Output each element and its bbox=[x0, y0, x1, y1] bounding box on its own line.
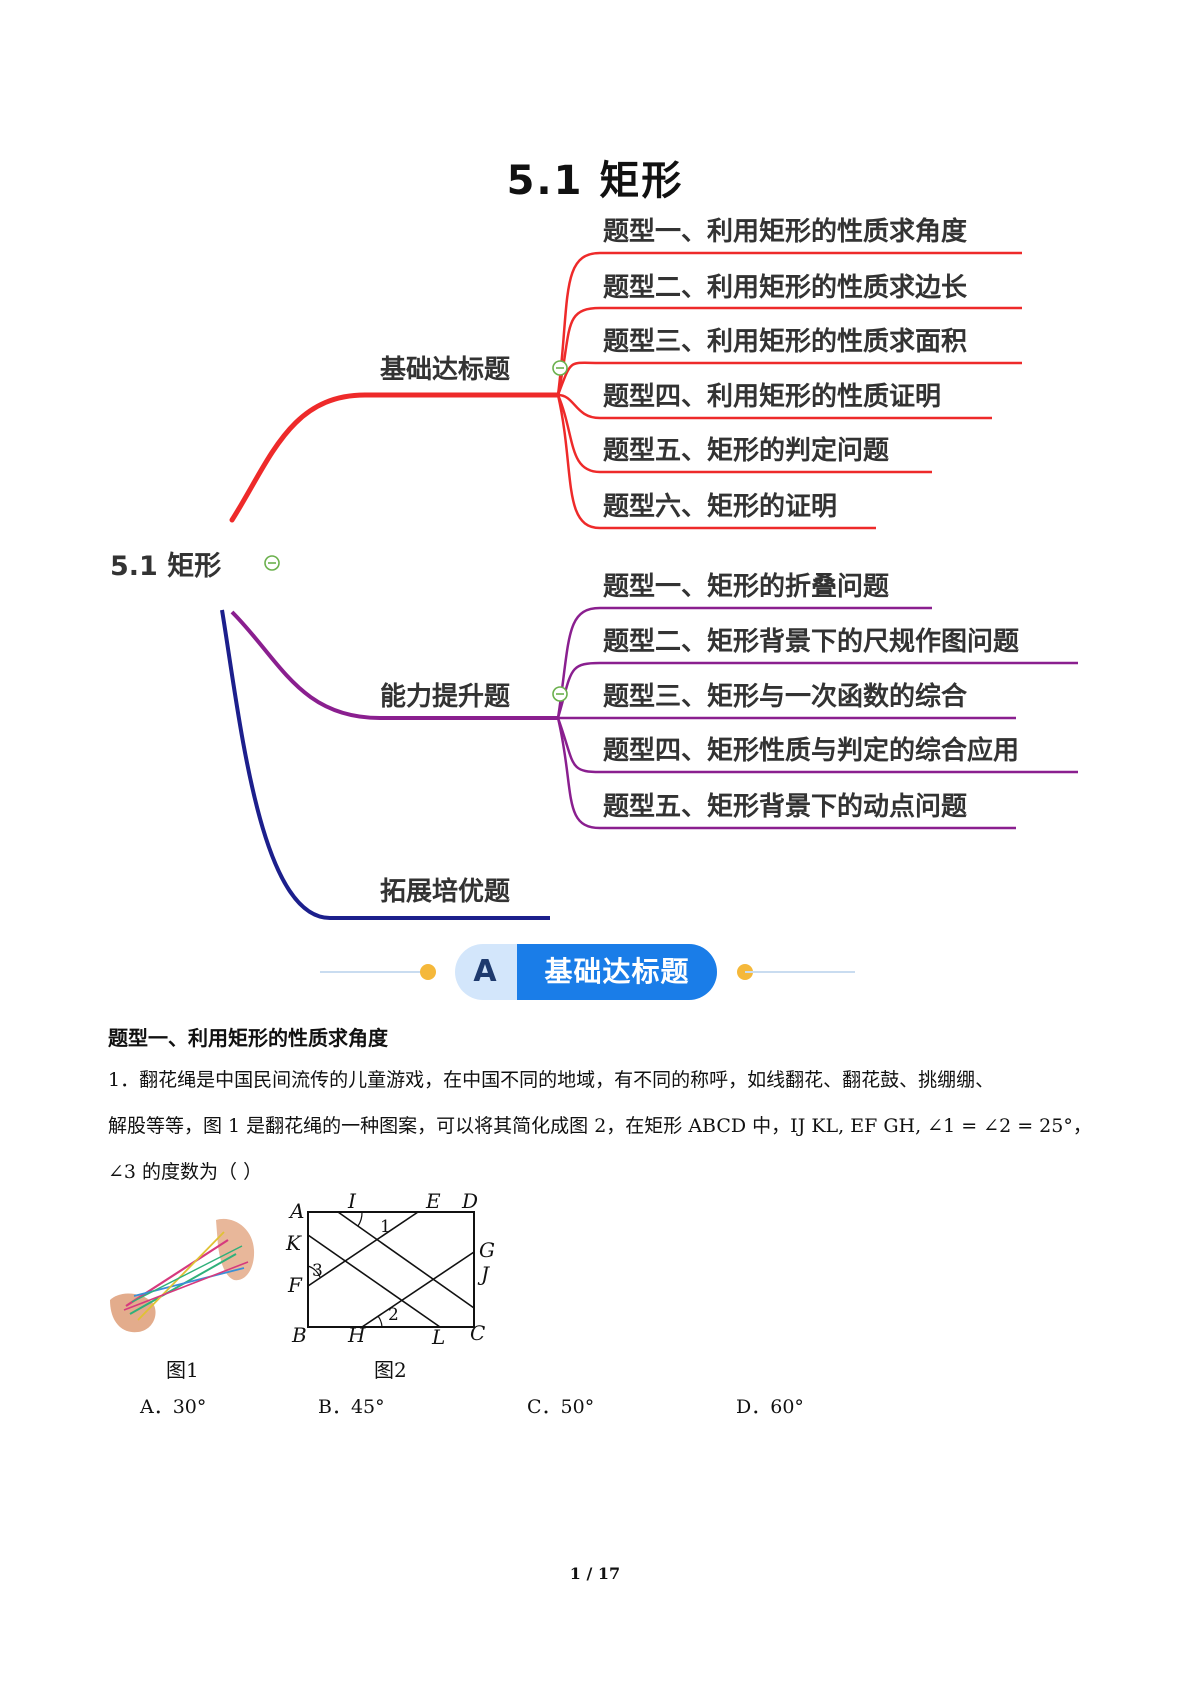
figure1-caption: 图1 bbox=[166, 1358, 199, 1382]
sub-line-ability-5 bbox=[556, 717, 1016, 830]
branch-line-ability bbox=[230, 610, 558, 720]
label-J: J bbox=[477, 1262, 490, 1286]
option-d[interactable]: D．60° bbox=[736, 1396, 804, 1418]
sub-line-basic-1 bbox=[556, 251, 1022, 396]
option-b[interactable]: B．45° bbox=[318, 1396, 385, 1418]
sub-line-basic-6 bbox=[556, 394, 876, 530]
section-heading: 题型一、利用矩形的性质求角度 bbox=[108, 1026, 388, 1050]
branch-line-basic bbox=[229, 392, 561, 523]
label-C: C bbox=[470, 1321, 485, 1345]
mindmap-leaf: 题型三、利用矩形的性质求面积 bbox=[603, 326, 967, 357]
label-I: I bbox=[347, 1190, 357, 1213]
label-D: D bbox=[461, 1190, 478, 1213]
label-K: K bbox=[285, 1231, 302, 1255]
page-title: 5.1 矩形 bbox=[506, 158, 684, 204]
sub-line-basic-3 bbox=[556, 361, 1022, 396]
angle-label-2: 2 bbox=[388, 1305, 399, 1325]
angle-label-3: 3 bbox=[312, 1261, 323, 1281]
mind-map: 5.1 矩形 基础达标题 能力提升题 拓展培优题 题型一、利用矩形的性质求角度 … bbox=[110, 216, 1078, 920]
mindmap-leaf: 题型五、矩形的判定问题 bbox=[603, 435, 889, 466]
label-G: G bbox=[479, 1238, 495, 1262]
mindmap-leaf: 题型二、利用矩形的性质求边长 bbox=[603, 272, 968, 303]
label-E: E bbox=[425, 1190, 441, 1213]
sub-line-basic-4 bbox=[557, 393, 992, 420]
mindmap-leaf: 题型四、利用矩形的性质证明 bbox=[603, 381, 941, 412]
label-A: A bbox=[288, 1199, 304, 1223]
section-banner: A 基础达标题 bbox=[455, 944, 717, 1000]
mindmap-root: 5.1 矩形 bbox=[110, 551, 221, 582]
sub-line-basic-5 bbox=[556, 394, 932, 474]
question-text-line: 1．翻花绳是中国民间流传的儿童游戏，在中国不同的地域，有不同的称呼，如线翻花、翻… bbox=[108, 1069, 995, 1091]
sub-line-ability-2 bbox=[556, 661, 1078, 719]
question-text-line: 解股等等，图 1 是翻花绳的一种图案，可以将其简化成图 2，在矩形 ABCD 中… bbox=[108, 1115, 1092, 1137]
mindmap-leaf: 题型三、矩形与一次函数的综合 bbox=[603, 681, 968, 712]
page-number: 1 / 17 bbox=[569, 1564, 621, 1583]
option-a[interactable]: A．30° bbox=[140, 1396, 207, 1418]
option-c[interactable]: C．50° bbox=[527, 1396, 595, 1418]
label-F: F bbox=[287, 1273, 303, 1297]
mindmap-branch-extend: 拓展培优题 bbox=[380, 877, 510, 907]
mindmap-leaf: 题型一、利用矩形的性质求角度 bbox=[603, 216, 967, 247]
mindmap-leaf: 题型四、矩形性质与判定的综合应用 bbox=[603, 735, 1019, 766]
banner-decoration bbox=[320, 964, 855, 980]
banner-letter: A bbox=[463, 950, 507, 994]
mindmap-branch-basic: 基础达标题 bbox=[380, 355, 510, 385]
label-L: L bbox=[431, 1325, 445, 1345]
figure2-caption: 图2 bbox=[374, 1358, 407, 1382]
banner-label: 基础达标题 bbox=[517, 944, 717, 1000]
branch-line-extend bbox=[220, 609, 550, 920]
rectangle-diagram: A I E D K G J F B H L C 1 2 3 bbox=[285, 1190, 495, 1345]
sub-line-ability-4 bbox=[556, 717, 1078, 774]
angle-label-1: 1 bbox=[380, 1217, 391, 1237]
mindmap-leaf: 题型一、矩形的折叠问题 bbox=[603, 571, 889, 602]
string-game-photo bbox=[108, 1210, 256, 1335]
mindmap-leaf: 题型五、矩形背景下的动点问题 bbox=[603, 791, 967, 822]
mindmap-leaf: 题型二、矩形背景下的尺规作图问题 bbox=[603, 626, 1019, 657]
label-B: B bbox=[291, 1323, 307, 1345]
mindmap-branch-ability: 能力提升题 bbox=[380, 681, 510, 712]
label-H: H bbox=[347, 1323, 366, 1345]
question-text-line: ∠3 的度数为（ ） bbox=[108, 1161, 263, 1183]
mindmap-leaf: 题型六、矩形的证明 bbox=[603, 491, 837, 522]
